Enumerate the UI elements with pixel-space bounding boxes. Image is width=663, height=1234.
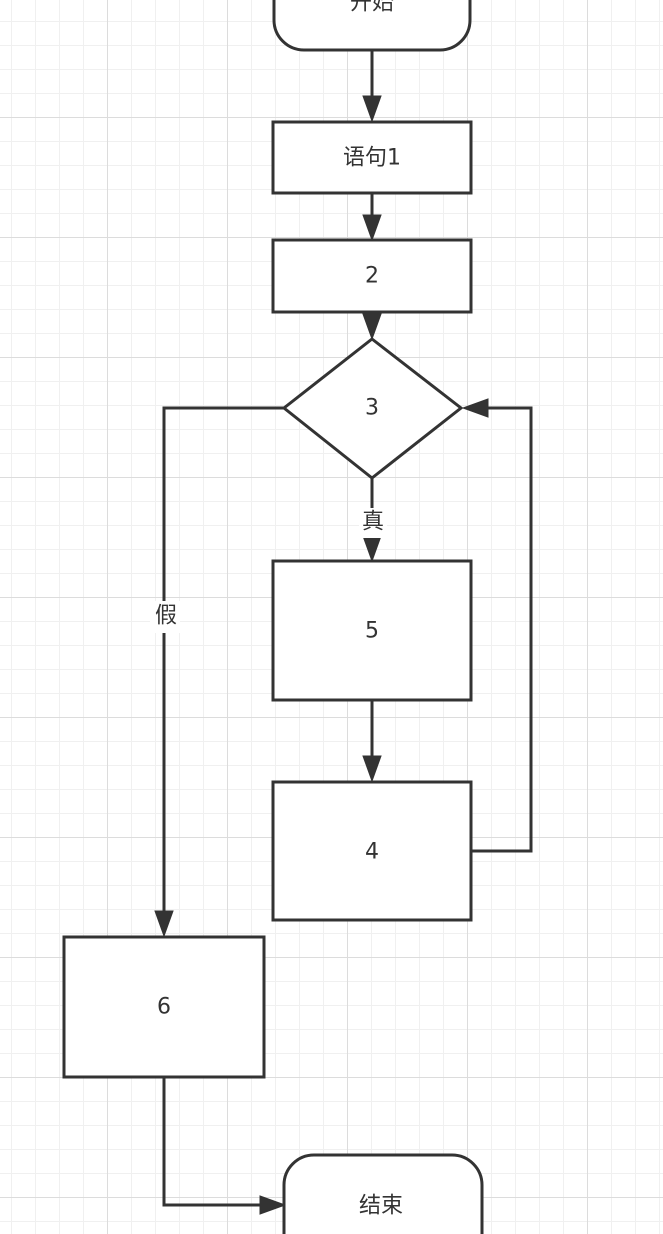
node-statement5: 5: [271, 559, 473, 702]
node-statement2: 2: [271, 238, 473, 314]
process-statement6-shape: [62, 935, 266, 1079]
arrowhead-statement2: [362, 214, 382, 242]
node-statement6-label: 6: [157, 995, 171, 1020]
process-statement4-shape: [271, 780, 473, 922]
edge-label-false: 假: [150, 601, 180, 633]
node-condition3: 3: [281, 337, 464, 480]
arrowheads: [154, 95, 489, 1215]
edge-condition3-false-to-statement6: [162, 406, 284, 919]
node-statement6: 6: [62, 935, 266, 1079]
decision-condition3-shape: [281, 337, 464, 480]
arrowhead-statement1: [362, 95, 382, 123]
arrowhead-statement5: [362, 535, 382, 563]
edge-label-true: 真: [359, 508, 387, 538]
edge-statement4-loop-to-condition3: [471, 406, 533, 853]
node-statement2-label: 2: [365, 264, 379, 289]
arrowhead-condition3: [362, 313, 382, 341]
terminator-start-shape: [272, 0, 472, 52]
process-statement1-shape: [271, 120, 473, 195]
edge-label-false-bg: [150, 601, 180, 633]
edges: [162, 50, 533, 1207]
edge-label-true-text: 真: [362, 510, 384, 535]
node-statement4: 4: [271, 780, 473, 922]
node-start-label: 开始: [350, 0, 394, 16]
node-end-label: 结束: [359, 1194, 403, 1219]
arrowhead-end: [259, 1195, 287, 1215]
arrowhead-loop-condition3: [461, 398, 489, 418]
node-statement1: 语句1: [271, 120, 473, 195]
process-statement5-shape: [271, 559, 473, 702]
node-condition3-label: 3: [365, 396, 379, 421]
terminator-end-shape: [282, 1153, 484, 1234]
arrowhead-statement6: [154, 910, 174, 938]
node-statement5-label: 5: [365, 619, 379, 644]
arrowhead-statement4: [362, 755, 382, 783]
node-statement1-label: 语句1: [343, 146, 401, 171]
node-statement4-label: 4: [365, 840, 379, 865]
process-statement2-shape: [271, 238, 473, 314]
edge-statement6-to-end: [162, 1077, 268, 1207]
node-start: 开始: [272, 0, 472, 52]
edge-label-false-text: 假: [155, 604, 177, 629]
edge-label-true-bg: [359, 508, 387, 538]
node-end: 结束: [282, 1153, 484, 1234]
